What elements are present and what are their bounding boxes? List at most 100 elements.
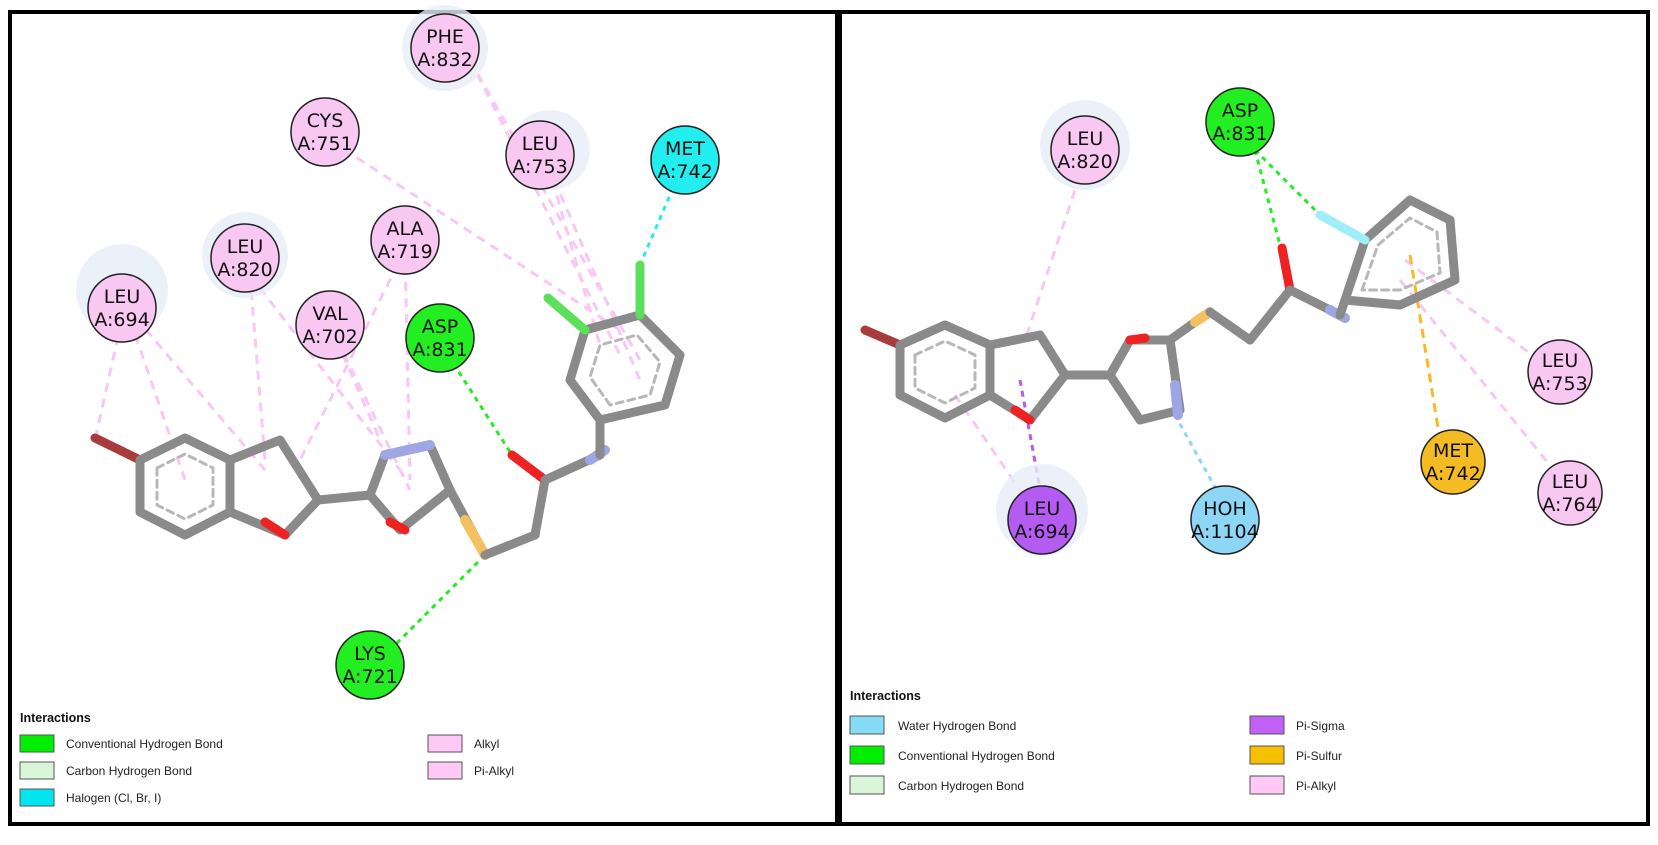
legend-label: Conventional Hydrogen Bond: [898, 749, 1055, 763]
ring-n-bond: [1335, 295, 1350, 320]
aromatic-inner-ring-2: [1360, 216, 1442, 292]
residue-cys751-disc: [290, 97, 360, 167]
residue-name: LEU: [522, 133, 559, 155]
aromatic-inner-ring: [913, 339, 977, 405]
oxadiazole-ring: [1105, 335, 1185, 425]
line-asp831-hbond-a: [1253, 149, 1282, 246]
residue-leu820: LEU A:820: [210, 223, 280, 293]
residue-name: LYS: [354, 643, 386, 665]
fluorine-atom: [1315, 210, 1370, 245]
legend-title: Interactions: [850, 689, 921, 703]
line-phe832: [468, 59, 622, 356]
residue-leu753-disc: [505, 120, 575, 190]
s-ch2-bond: [480, 530, 540, 560]
legend-item: Water Hydrogen Bond: [849, 715, 1016, 735]
legend-swatch: [849, 745, 885, 765]
residue-chain-id: A:753: [512, 156, 567, 178]
residue-hoh1104-disc: [1190, 485, 1260, 555]
right-ligand: [860, 195, 1460, 425]
bromine-bond: [860, 325, 905, 350]
legend-swatch: [1249, 715, 1285, 735]
legend-swatch: [19, 761, 55, 780]
residue-asp831-disc: [1205, 87, 1275, 157]
linker-bond: [313, 490, 375, 505]
carbonyl-oxygen: [507, 450, 550, 485]
legend-item: Carbon Hydrogen Bond: [849, 775, 1024, 795]
residue-chain-id: A:831: [412, 339, 467, 361]
residue-name: CYS: [307, 110, 344, 132]
line-hoh1104-water: [1173, 414, 1224, 501]
residue-chain-id: A:721: [342, 666, 397, 688]
residue-asp831-disc: [405, 303, 475, 373]
residue-name: LEU: [104, 286, 141, 308]
residue-leu753: LEU A:753: [1527, 339, 1593, 405]
residue-leu764: LEU A:764: [1537, 460, 1603, 526]
legend-item: Pi-Alkyl: [1249, 775, 1336, 795]
ch2-co-bond: [530, 475, 550, 540]
residue-chain-id: A:832: [417, 49, 472, 71]
left-residues: PHE A:832 CYS A:751 LEU A:753 MET A:742 …: [87, 13, 720, 700]
residue-leu694-disc: [87, 273, 157, 343]
legend-item: Carbon Hydrogen Bond: [19, 761, 192, 780]
aromatic-inner-ring: [155, 452, 215, 521]
legend-label: Pi-Sulfur: [1296, 749, 1342, 763]
residue-name: LEU: [1067, 128, 1104, 150]
ch2-co-bond: [1245, 285, 1295, 345]
legend-label: Pi-Alkyl: [474, 764, 514, 778]
residue-lys721-disc: [335, 630, 405, 700]
residue-asp831: ASP A:831: [1205, 87, 1275, 157]
residue-name: LEU: [227, 236, 264, 258]
chlorine-atom-1: [543, 293, 590, 335]
legend-item: Halogen (Cl, Br, I): [19, 788, 161, 807]
legend-item: Pi-Sulfur: [1249, 745, 1342, 765]
legend-swatch: [19, 788, 55, 807]
residue-val702-disc: [295, 290, 365, 360]
legend-item: Conventional Hydrogen Bond: [19, 734, 223, 753]
line-lys721-hbond: [393, 553, 487, 647]
residue-cys751: CYS A:751: [290, 97, 360, 167]
residue-name: MET: [665, 138, 705, 160]
oxadiazole-nitrogens: [1170, 380, 1183, 420]
residue-name: VAL: [312, 303, 348, 325]
residue-chain-id: A:1104: [1191, 521, 1258, 543]
legend-item: Pi-Sigma: [1249, 715, 1345, 735]
residue-asp831: ASP A:831: [405, 303, 475, 373]
left-legend: Interactions Conventional Hydrogen Bond …: [19, 711, 514, 807]
legend-swatch: [1249, 745, 1285, 765]
right-legend: Interactions Water Hydrogen Bond Convent…: [849, 689, 1345, 795]
legend-label: Carbon Hydrogen Bond: [898, 779, 1024, 793]
legend-title: Interactions: [20, 711, 91, 725]
residue-name: ASP: [422, 316, 459, 338]
residue-leu694: LEU A:694: [1007, 485, 1077, 555]
residue-leu753: LEU A:753: [505, 120, 575, 190]
residue-ala719-disc: [370, 205, 440, 275]
residue-met742: MET A:742: [1420, 429, 1486, 495]
aromatic-inner-ring-2: [588, 333, 662, 407]
residue-lys721: LYS A:721: [335, 630, 405, 700]
residue-name: LEU: [1024, 498, 1061, 520]
carbonyl-oxygen: [1277, 243, 1295, 295]
residue-name: PHE: [426, 26, 464, 48]
residue-leu753-disc: [1527, 339, 1593, 405]
residue-leu694: LEU A:694: [87, 273, 157, 343]
line-leu753-b: [546, 164, 642, 381]
legend-swatch: [19, 734, 55, 753]
residue-chain-id: A:820: [1057, 151, 1112, 173]
legend-swatch: [427, 761, 463, 780]
line-met742-pisulfur: [1408, 254, 1442, 441]
sulfur-atom: [460, 515, 490, 560]
line-leu694-alkyl: [953, 394, 1032, 506]
legend-label: Conventional Hydrogen Bond: [66, 737, 223, 751]
legend-label: Halogen (Cl, Br, I): [66, 791, 161, 805]
line-cys751: [329, 138, 621, 332]
residue-val702: VAL A:702: [295, 290, 365, 360]
residue-chain-id: A:831: [1212, 123, 1267, 145]
residue-met742-disc: [650, 125, 720, 195]
left-panel-frame: [8, 10, 839, 826]
legend-label: Pi-Sigma: [1296, 719, 1345, 733]
line-leu694-c: [123, 304, 267, 471]
residue-chain-id: A:753: [1532, 373, 1587, 395]
legend-item: Alkyl: [427, 734, 499, 753]
